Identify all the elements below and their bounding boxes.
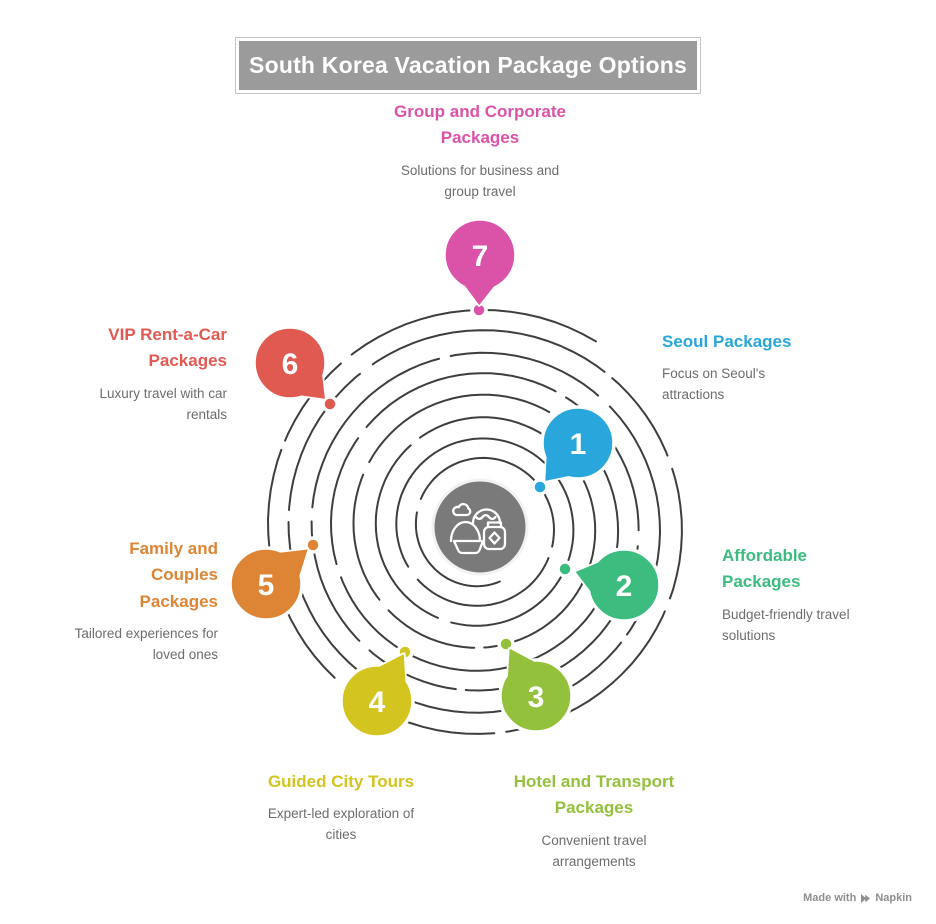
bubble-number-7: 7 — [472, 240, 489, 273]
item-title: Seoul Packages — [662, 332, 792, 351]
center-circle — [431, 478, 529, 576]
brand-text: Napkin — [875, 892, 912, 904]
item-label-group-corporate-packages: Group and Corporate Packages Solutions f… — [355, 99, 605, 203]
napkin-logo-icon — [861, 893, 871, 903]
bubble-seoul-packages[interactable]: 1 — [540, 405, 616, 483]
item-label-affordable-packages: Affordable Packages Budget-friendly trav… — [722, 543, 932, 647]
item-title: Family and Couples Packages — [129, 539, 218, 611]
item-description: Focus on Seoul's attractions — [662, 366, 766, 403]
bubble-number-4: 4 — [369, 686, 386, 719]
item-title: Hotel and Transport Packages — [513, 772, 675, 818]
item-label-vip-rentacar-packages: VIP Rent-a-Car Packages Luxury travel wi… — [0, 322, 227, 426]
bubble-group-corporate-packages[interactable]: 7 — [442, 217, 518, 307]
page-title: South Korea Vacation Package Options — [249, 52, 687, 78]
item-description: Solutions for business and group travel — [400, 162, 560, 199]
item-title: Guided City Tours — [267, 772, 415, 791]
item-label-guided-city-tours: Guided City Tours Expert-led exploration… — [238, 769, 444, 846]
bubble-family-couples-packages[interactable]: 5 — [228, 546, 310, 622]
spiral-dot-6 — [321, 395, 339, 413]
page-title-box: South Korea Vacation Package Options — [236, 38, 700, 93]
item-description: Expert-led exploration of cities — [267, 806, 415, 843]
item-label-hotel-transport-packages: Hotel and Transport Packages Convenient … — [479, 769, 709, 873]
item-title: Affordable Packages — [722, 546, 807, 592]
spiral-line — [266, 308, 683, 735]
bubble-number-6: 6 — [282, 348, 299, 381]
item-title: Group and Corporate Packages — [394, 102, 566, 148]
bubble-number-1: 1 — [570, 428, 587, 461]
bubble-hotel-transport-packages[interactable]: 3 — [498, 647, 574, 734]
korean-food-icon — [449, 502, 507, 555]
bubble-affordable-packages[interactable]: 2 — [573, 547, 662, 623]
bubble-vip-rentacar-packages[interactable]: 6 — [252, 325, 328, 401]
spiral-dot-2 — [556, 560, 574, 578]
item-label-family-couples-packages: Family and Couples Packages Tailored exp… — [0, 536, 218, 666]
item-title: VIP Rent-a-Car Packages — [108, 325, 227, 371]
bubble-number-5: 5 — [258, 569, 275, 602]
spiral-dot-1 — [531, 478, 549, 496]
center-node — [431, 478, 529, 576]
item-description: Luxury travel with car rentals — [99, 385, 227, 422]
spiral-dot-5 — [304, 536, 322, 554]
bubble-number-2: 2 — [616, 570, 633, 603]
item-description: Convenient travel arrangements — [541, 832, 647, 869]
napkin-watermark[interactable]: Made with Napkin — [803, 892, 912, 904]
made-with-text: Made with — [803, 892, 857, 904]
item-description: Tailored experiences for loved ones — [74, 626, 218, 662]
bubble-guided-city-tours[interactable]: 4 — [339, 652, 415, 739]
bubble-number-3: 3 — [528, 681, 545, 714]
item-label-seoul-packages: Seoul Packages Focus on Seoul's attracti… — [662, 329, 862, 406]
item-description: Budget-friendly travel solutions — [722, 606, 850, 643]
